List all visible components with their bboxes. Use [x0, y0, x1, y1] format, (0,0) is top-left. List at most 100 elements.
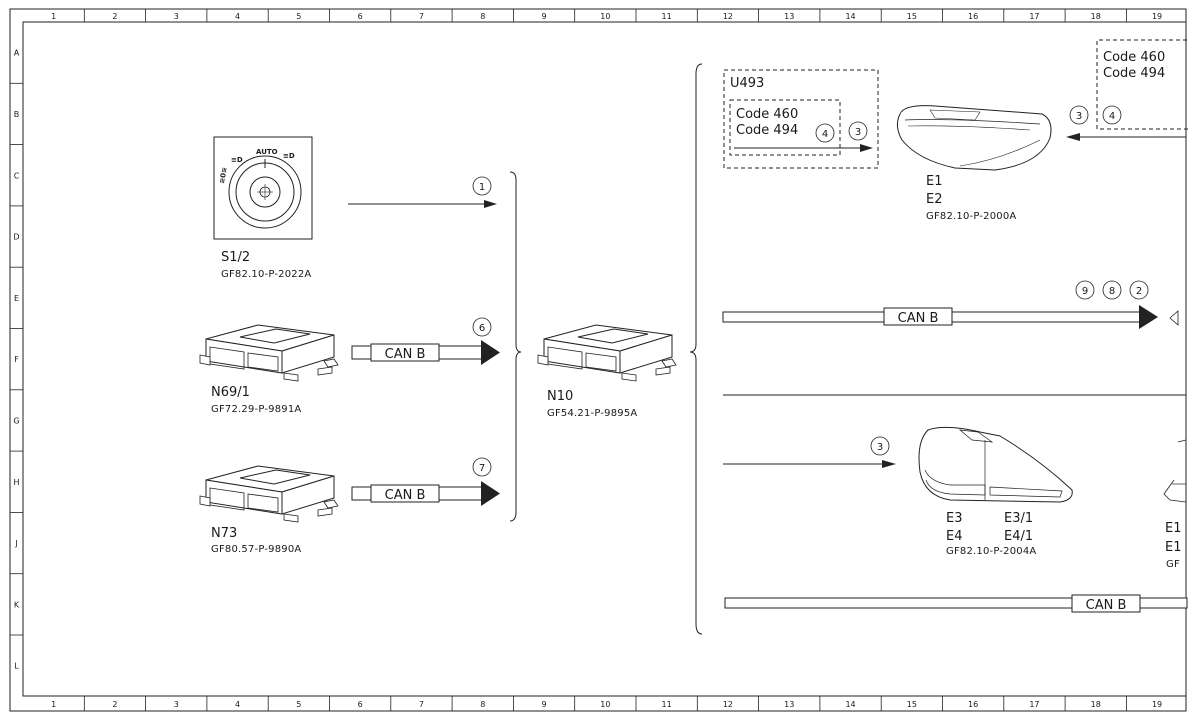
marker-3-tail: 3	[870, 436, 890, 456]
grid-col-label: 16	[968, 700, 978, 709]
partial-name-1: E1	[1165, 521, 1182, 536]
grid-col-label: 5	[296, 12, 301, 21]
headlamp-input-arrow	[1066, 133, 1186, 141]
grid-col-label: 13	[784, 12, 794, 21]
can-b-arrow-n73: CAN B	[351, 481, 500, 506]
taillamp-input-arrow	[723, 460, 896, 468]
grid-col-label: 18	[1091, 700, 1101, 709]
s1-2-name: S1/2	[221, 250, 250, 265]
grid-col-label: 12	[723, 700, 733, 709]
n73-ref: GF80.57-P-9890A	[211, 544, 301, 555]
code-460-label: Code 460	[736, 107, 798, 122]
can-b-arrow-right: CAN B	[722, 305, 1179, 329]
switch-side-label: ≡0≡	[218, 166, 229, 184]
u493-optional-box	[723, 69, 879, 169]
svg-text:8: 8	[1109, 286, 1115, 297]
marker-3-right: 3	[1069, 105, 1089, 125]
grid-col-label: 9	[542, 12, 547, 21]
headlamp-name-e2: E2	[926, 192, 943, 207]
marker-9: 9	[1075, 280, 1095, 300]
svg-text:4: 4	[1109, 111, 1115, 122]
grid-col-label: 11	[662, 700, 672, 709]
grid-col-label: 2	[112, 12, 117, 21]
grid-row-labels-left: A B C D E F G H J K L	[10, 49, 23, 671]
n10-ref: GF54.21-P-9895A	[547, 408, 637, 419]
grid-col-label: 1	[51, 12, 56, 21]
headlamp-ref: GF82.10-P-2000A	[926, 211, 1016, 222]
taillamp-name-e4-1: E4/1	[1004, 529, 1033, 544]
grid-col-label: 14	[845, 12, 855, 21]
can-b-label: CAN B	[385, 347, 426, 362]
n10-name: N10	[547, 389, 573, 404]
grid-row-label: G	[13, 416, 19, 425]
n69-1-name: N69/1	[211, 385, 250, 400]
grid-col-label: 6	[358, 12, 363, 21]
light-switch-s1-2: AUTO ≡D ≡D ≡0≡	[213, 136, 313, 240]
grid-col-label: 19	[1152, 700, 1162, 709]
grid-row-label: E	[14, 294, 19, 303]
grid-col-label: 9	[542, 700, 547, 709]
grid-col-label: 2	[112, 700, 117, 709]
marker-4-right: 4	[1102, 105, 1122, 125]
grid-row-label: D	[13, 233, 19, 242]
svg-text:4: 4	[822, 129, 828, 140]
grid-col-label: 10	[600, 12, 610, 21]
grid-col-label: 3	[174, 700, 179, 709]
input-brace	[509, 171, 522, 522]
can-b-arrow-n69-1: CAN B	[351, 340, 500, 365]
code-494-label-right: Code 494	[1103, 66, 1165, 81]
grid-col-label: 13	[784, 700, 794, 709]
grid-row-label: H	[13, 478, 19, 487]
marker-6: 6	[472, 317, 492, 337]
grid-row-label: B	[14, 110, 20, 119]
can-b-bus-bottom: CAN B	[724, 594, 1188, 613]
svg-text:3: 3	[877, 442, 883, 453]
grid-row-label: J	[14, 539, 17, 548]
grid-col-label: 14	[845, 700, 855, 709]
partial-name-2: E1	[1165, 540, 1182, 555]
svg-text:3: 3	[1076, 111, 1082, 122]
grid-col-label: 3	[174, 12, 179, 21]
svg-text:3: 3	[855, 127, 861, 138]
marker-8: 8	[1102, 280, 1122, 300]
grid-col-label: 18	[1091, 12, 1101, 21]
can-b-label: CAN B	[385, 488, 426, 503]
svg-text:1: 1	[479, 182, 485, 193]
svg-text:6: 6	[479, 323, 485, 334]
grid-row-label: F	[14, 355, 19, 364]
control-unit-n69-1	[199, 324, 339, 382]
switch-lowbeam-label: ≡D	[283, 152, 295, 160]
grid-row-label: K	[14, 600, 20, 609]
taillamp-ref: GF82.10-P-2004A	[946, 546, 1036, 557]
svg-text:2: 2	[1136, 286, 1142, 297]
grid-row-label: A	[14, 49, 20, 58]
grid-col-label: 11	[662, 12, 672, 21]
partial-component-right	[1163, 439, 1187, 503]
u493-name: U493	[730, 76, 764, 91]
marker-1: 1	[472, 176, 492, 196]
control-unit-n73	[199, 465, 339, 523]
grid-col-label: 19	[1152, 12, 1162, 21]
grid-col-label: 4	[235, 700, 240, 709]
output-brace	[689, 63, 703, 635]
grid-col-label: 12	[723, 12, 733, 21]
grid-col-label: 5	[296, 700, 301, 709]
code-460-label-right: Code 460	[1103, 50, 1165, 65]
grid-col-label: 16	[968, 12, 978, 21]
grid-col-label: 4	[235, 12, 240, 21]
switch-parking-label: ≡D	[231, 156, 243, 164]
taillamp-name-e3: E3	[946, 511, 963, 526]
n69-1-ref: GF72.29-P-9891A	[211, 404, 301, 415]
grid-col-label: 8	[480, 12, 485, 21]
grid-row-label: C	[14, 171, 20, 180]
svg-text:7: 7	[479, 463, 485, 474]
can-b-label: CAN B	[1086, 598, 1127, 613]
sheet-border	[9, 8, 1187, 712]
grid-col-label: 7	[419, 12, 424, 21]
control-unit-n10	[537, 324, 677, 382]
grid-col-label: 10	[600, 700, 610, 709]
grid-row-label: L	[14, 662, 19, 671]
